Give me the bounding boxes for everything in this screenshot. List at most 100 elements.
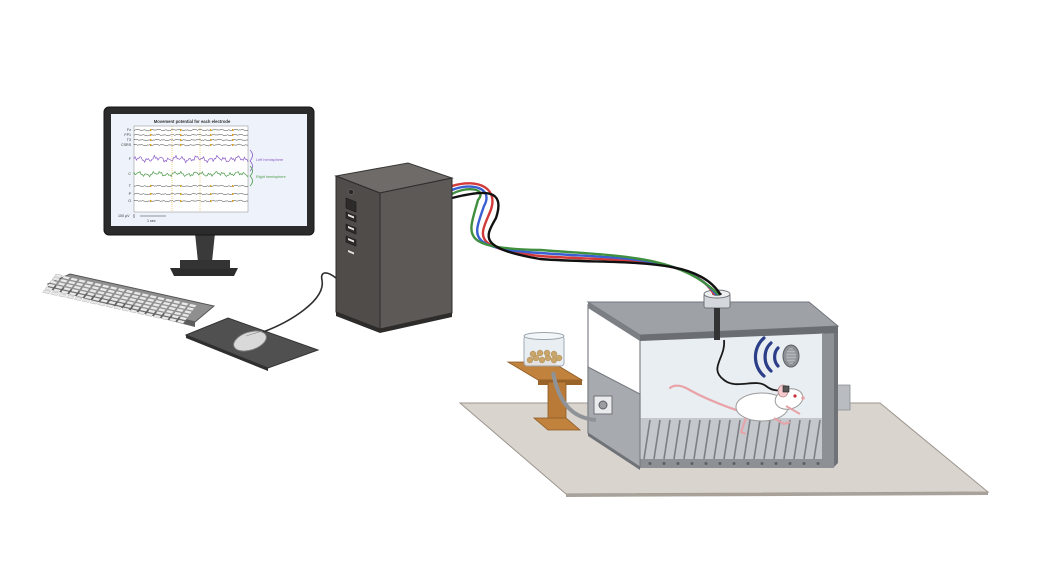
keyboard-key — [178, 305, 187, 310]
keyboard-key — [44, 286, 54, 291]
eeg-trace — [133, 199, 249, 203]
channel-label: FP1 — [124, 133, 131, 137]
keyboard-key — [179, 316, 188, 321]
keyboard-key — [186, 306, 195, 311]
computer-tower — [334, 162, 454, 333]
event-marker — [210, 129, 212, 131]
keyboard-key — [125, 289, 134, 294]
keyboard-key — [83, 284, 92, 289]
keyboard-key — [92, 297, 101, 302]
event-marker — [180, 193, 182, 195]
keyboard-key — [57, 281, 66, 287]
channel-label: C — [128, 172, 131, 176]
keyboard-key — [109, 286, 118, 291]
keyboard-key — [146, 298, 155, 303]
keyboard-key — [67, 280, 76, 285]
keyboard-key — [58, 293, 67, 298]
channel-label: T3 — [127, 138, 131, 142]
keyboard-key — [51, 277, 61, 282]
keyboard-key — [171, 314, 180, 319]
time-label: 1 sec — [147, 219, 156, 223]
keyboard-key — [138, 296, 148, 301]
keyboard-key — [74, 296, 83, 301]
keyboard-key — [155, 311, 164, 316]
event-marker — [232, 144, 234, 146]
keyboard-key — [88, 288, 98, 294]
keyboard-key — [139, 307, 148, 312]
keyboard-key — [54, 273, 63, 278]
event-marker — [150, 139, 152, 141]
keyboard-key — [129, 309, 138, 314]
keyboard-key — [115, 302, 125, 307]
keyboard-key — [100, 298, 109, 303]
monitor: Movement potential for each electrode Fz… — [103, 106, 315, 276]
mouse-icon — [668, 384, 805, 435]
grid-floor-bars — [643, 419, 821, 460]
keyboard-key — [162, 301, 171, 306]
event-marker — [232, 129, 234, 131]
keyboard-key — [173, 311, 182, 316]
keyboard-key — [113, 305, 122, 310]
keyboard-key — [134, 302, 143, 307]
keyboard-key — [141, 293, 150, 298]
sound-wave-icon — [753, 336, 780, 378]
eeg-plot: Movement potential for each electrode Fz… — [118, 119, 286, 223]
keyboard-key — [164, 298, 174, 303]
event-marker — [210, 200, 212, 202]
eeg-trace — [133, 138, 249, 142]
keyboard-key — [86, 292, 95, 297]
keyboard-key — [47, 283, 56, 288]
keyboard — [42, 273, 216, 327]
keyboard-key — [128, 297, 137, 302]
channel-label: P — [129, 192, 132, 196]
event-marker — [210, 185, 212, 187]
computer-mouse-icon — [233, 272, 337, 352]
keyboard-key — [115, 291, 124, 296]
keyboard-key — [97, 302, 107, 307]
keyboard-key — [62, 286, 72, 292]
keyboard-key — [42, 289, 51, 294]
event-marker — [210, 139, 212, 141]
keyboard-key — [91, 285, 100, 290]
keyboard-key — [94, 293, 103, 299]
keyboard-key — [68, 291, 77, 296]
event-marker — [232, 134, 234, 136]
keyboard-key — [131, 305, 141, 310]
keyboard-key — [75, 282, 84, 287]
keyboard-key — [101, 284, 110, 289]
event-marker — [210, 193, 212, 195]
event-marker — [150, 134, 152, 136]
right-hemisphere-label: Right hemisphere — [256, 175, 286, 179]
keyboard-key — [160, 304, 169, 309]
keyboard-key — [167, 306, 177, 311]
keyboard-key — [141, 304, 151, 309]
keyboard-key — [175, 308, 185, 313]
keyboard-key — [112, 294, 121, 299]
cable-wire — [450, 191, 722, 296]
event-marker — [180, 185, 182, 187]
event-marker — [210, 144, 212, 146]
keyboard-key — [104, 292, 114, 297]
keyboard-key — [55, 285, 64, 290]
keyboard-key — [49, 280, 58, 285]
keyboard-key — [165, 309, 174, 314]
channel-label: T — [129, 184, 132, 188]
keyboard-key — [96, 290, 106, 295]
keyboard-key — [161, 316, 170, 321]
keyboard-key — [126, 300, 135, 306]
event-marker — [150, 144, 152, 146]
keyboard-key — [172, 300, 181, 305]
eeg-trace — [133, 184, 249, 188]
keyboard-key — [181, 313, 190, 318]
keyboard-key — [183, 309, 193, 315]
keyboard-key — [70, 288, 80, 293]
keyboard-key — [152, 302, 161, 308]
event-marker — [180, 144, 182, 146]
event-marker — [150, 200, 152, 202]
keyboard-key — [62, 275, 71, 280]
keyboard-key — [133, 291, 142, 296]
keyboard-key — [144, 301, 153, 306]
keyboard-key — [153, 314, 162, 319]
keyboard-key — [93, 282, 102, 287]
